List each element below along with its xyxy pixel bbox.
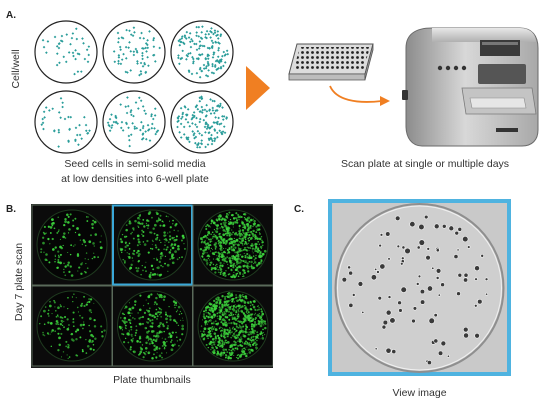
process-arrow-icon xyxy=(246,66,270,110)
load-plate-arrow-icon xyxy=(329,85,390,106)
imaging-instrument-icon xyxy=(402,27,539,147)
seeded-well xyxy=(170,20,234,84)
plate-thumbnails-caption: Plate thumbnails xyxy=(113,374,191,386)
panel-c-letter: C. xyxy=(294,204,304,215)
six-well-plate-diagram xyxy=(34,20,234,154)
cell-per-well-label: Cell/well xyxy=(10,49,22,89)
seeded-well xyxy=(34,90,98,154)
seed-caption: Seed cells in semi-solid media at low de… xyxy=(30,157,240,187)
scan-caption: Scan plate at single or multiple days xyxy=(340,158,510,170)
day7-scan-label: Day 7 plate scan xyxy=(13,242,25,322)
seeded-well xyxy=(102,20,166,84)
seed-caption-line2: at low densities into 6-well plate xyxy=(61,173,209,185)
plate-thumbnails-grid[interactable] xyxy=(31,204,273,368)
plate-thumbnail[interactable] xyxy=(112,204,193,286)
plate-thumbnail[interactable] xyxy=(31,204,113,286)
plate-thumbnail[interactable] xyxy=(112,285,193,367)
plate-thumbnail[interactable] xyxy=(192,204,273,286)
seed-caption-line1: Seed cells in semi-solid media xyxy=(64,158,206,170)
plate-thumbnail[interactable] xyxy=(192,285,273,367)
panel-b-letter: B. xyxy=(6,204,16,215)
view-image-caption: View image xyxy=(392,387,447,399)
selected-thumbnail-frame xyxy=(112,204,193,286)
panel-a-letter: A. xyxy=(6,10,16,21)
seeded-well xyxy=(34,20,98,84)
well-image-viewer[interactable] xyxy=(328,199,511,376)
seeded-well xyxy=(102,90,166,154)
microplate-icon xyxy=(288,43,374,81)
seeded-well xyxy=(170,90,234,154)
plate-thumbnail[interactable] xyxy=(31,285,113,367)
